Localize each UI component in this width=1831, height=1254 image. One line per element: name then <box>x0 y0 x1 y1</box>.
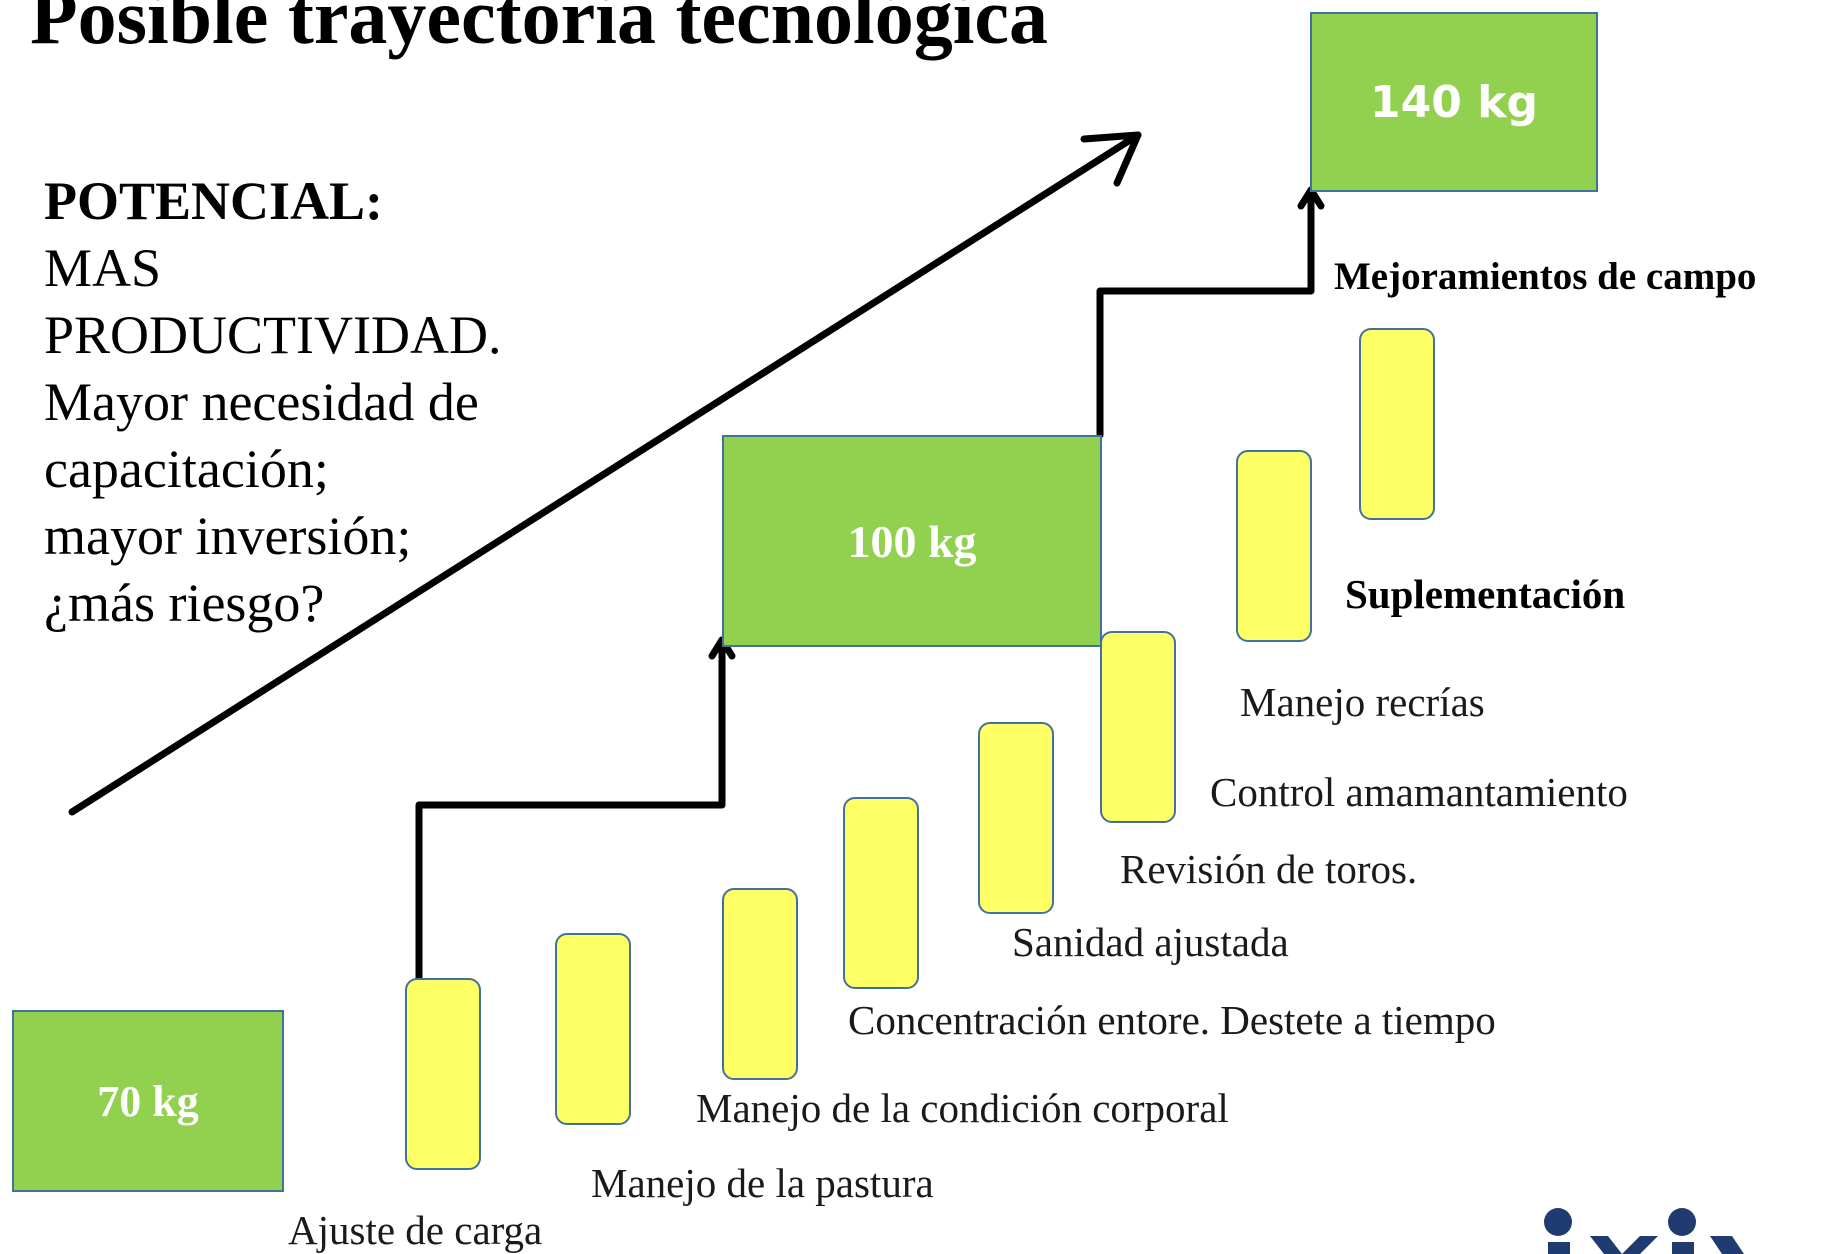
step-bar-ajuste-carga <box>405 978 481 1170</box>
step-label: Control amamantamiento <box>1210 769 1628 815</box>
potential-heading: POTENCIAL: <box>44 171 384 231</box>
step-bar-sanidad <box>978 722 1054 914</box>
potential-line: MAS <box>44 238 162 298</box>
step-label: Concentración entore. Destete a tiempo <box>848 997 1496 1043</box>
step-label: Mejoramientos de campo <box>1334 255 1757 298</box>
trend-arrow <box>68 131 1142 816</box>
step-label: Revisión de toros. <box>1120 846 1418 892</box>
stage-box-140kg: 140 kg <box>1310 12 1598 192</box>
page-title: Posible trayectoria tecnológica <box>30 0 1048 60</box>
stage-box-70kg: 70 kg <box>12 1010 284 1192</box>
step-bar-revision-toros <box>1100 631 1176 823</box>
step-bar-mejoramientos <box>1359 328 1435 520</box>
step-label: Suplementación <box>1345 571 1626 617</box>
step-label: Sanidad ajustada <box>1012 919 1289 965</box>
trend-arrow-head <box>1080 131 1142 187</box>
potential-line: ¿más riesgo? <box>44 573 325 633</box>
potential-line: mayor inversión; <box>44 506 412 566</box>
stage-box-100kg: 100 kg <box>722 435 1102 647</box>
step-bar-manejo-recrias <box>1236 450 1312 642</box>
potential-line: Mayor necesidad de <box>44 372 479 432</box>
step-connector-1 <box>415 636 726 982</box>
institution-logo-icon <box>1544 1208 1744 1254</box>
potential-text-block: POTENCIAL: MAS PRODUCTIVIDAD. Mayor nece… <box>44 168 564 637</box>
potential-line: PRODUCTIVIDAD. <box>44 305 502 365</box>
step-label: Manejo de la condición corporal <box>696 1085 1229 1131</box>
step-bar-manejo-pastura <box>555 933 631 1125</box>
potential-line: capacitación; <box>44 439 329 499</box>
step-label: Manejo recrías <box>1240 679 1485 725</box>
step-label: Ajuste de carga <box>288 1207 543 1253</box>
step-connector-2 <box>1096 186 1315 439</box>
step-bar-condicion-corporal <box>722 888 798 1080</box>
step-label: Manejo de la pastura <box>591 1160 934 1206</box>
step-bar-concentracion-entore <box>843 797 919 989</box>
